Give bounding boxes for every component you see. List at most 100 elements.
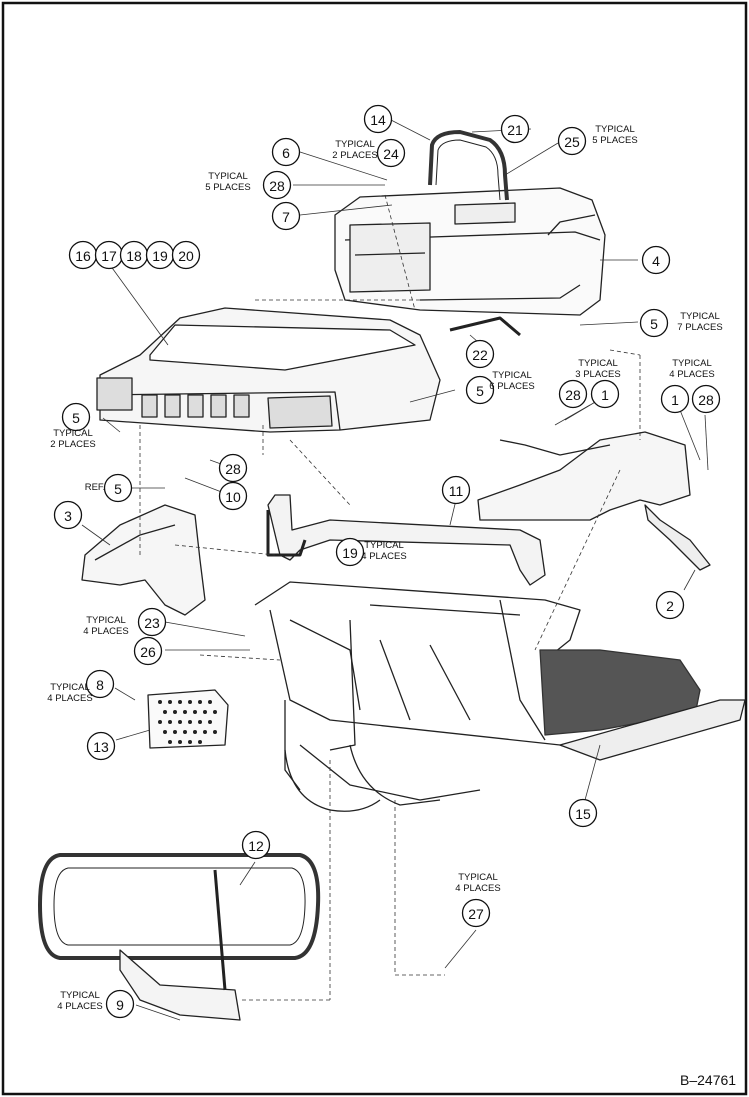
callout-7: 7 xyxy=(271,201,301,231)
note-line: 5 PLACES xyxy=(592,135,637,146)
callout-6: 6 xyxy=(271,137,301,167)
callout-number: 10 xyxy=(225,489,241,505)
callout-number: 28 xyxy=(698,392,714,408)
callout-number: 7 xyxy=(282,209,290,225)
callout-number: 6 xyxy=(282,145,290,161)
callout-20: 20 xyxy=(171,240,201,270)
callout-circle xyxy=(335,537,365,567)
leader-lines xyxy=(81,119,709,1021)
typical-note: REF. xyxy=(85,482,106,493)
callout-circle xyxy=(171,240,201,270)
callout-8: 8 xyxy=(85,669,115,699)
hood-part-16 xyxy=(96,307,441,433)
callout-3: 3 xyxy=(53,500,83,530)
note-line: TYPICAL xyxy=(458,872,498,883)
note-line: 4 PLACES xyxy=(669,369,714,380)
callout-27: 27 xyxy=(461,898,491,928)
callout-18: 18 xyxy=(119,240,149,270)
note-line: 4 PLACES xyxy=(83,626,128,637)
figure-id: B–24761 xyxy=(680,1072,736,1088)
callout-number: 15 xyxy=(575,806,591,822)
callout-28: 28 xyxy=(691,384,721,414)
callout-number: 28 xyxy=(565,387,581,403)
grille-holes xyxy=(158,700,217,744)
callout-circle xyxy=(105,989,135,1019)
callout-number: 27 xyxy=(468,906,484,922)
callout-circle xyxy=(461,898,491,928)
callout-number: 5 xyxy=(476,383,484,399)
note-line: TYPICAL xyxy=(364,540,404,551)
note-line: 4 PLACES xyxy=(57,1001,102,1012)
callout-12: 12 xyxy=(241,830,271,860)
callout-circle xyxy=(137,607,167,637)
callout-number: 1 xyxy=(671,392,679,408)
callout-28: 28 xyxy=(218,453,248,483)
callout-circle xyxy=(85,669,115,699)
fender-part-3 xyxy=(81,504,206,616)
callout-28: 28 xyxy=(558,379,588,409)
note-line: REF. xyxy=(85,482,106,493)
callout-number: 12 xyxy=(248,838,264,854)
callout-circle xyxy=(660,384,690,414)
callout-circle xyxy=(103,473,133,503)
callout-4: 4 xyxy=(641,245,671,275)
callout-circle xyxy=(241,830,271,860)
callout-1: 1 xyxy=(590,379,620,409)
callout-9: 9 xyxy=(105,989,135,1019)
note-line: TYPICAL xyxy=(335,139,375,150)
callout-number: 5 xyxy=(650,316,658,332)
callout-5: 5 xyxy=(103,473,133,503)
callout-circle xyxy=(557,126,587,156)
callout-2: 2 xyxy=(655,590,685,620)
note-line: TYPICAL xyxy=(492,370,532,381)
callout-number: 14 xyxy=(370,112,386,128)
callout-number: 24 xyxy=(383,146,399,162)
callout-22: 22 xyxy=(465,339,495,369)
callout-21: 21 xyxy=(500,114,530,144)
callout-28: 28 xyxy=(262,170,292,200)
note-line: 5 PLACES xyxy=(205,182,250,193)
note-line: TYPICAL xyxy=(60,990,100,1001)
callout-number: 13 xyxy=(93,739,109,755)
callout-number: 23 xyxy=(144,615,160,631)
callout-number: 19 xyxy=(152,248,168,264)
callout-number: 18 xyxy=(126,248,142,264)
callout-circle xyxy=(218,481,248,511)
frame-assembly xyxy=(254,581,591,812)
note-line: 2 PLACES xyxy=(50,439,95,450)
callout-circle xyxy=(86,731,116,761)
callout-circle xyxy=(465,339,495,369)
cowl-part-4 xyxy=(334,187,606,316)
callout-number: 1 xyxy=(601,387,609,403)
note-line: 6 PLACES xyxy=(489,381,534,392)
note-line: TYPICAL xyxy=(50,682,90,693)
callout-number: 19 xyxy=(342,545,358,561)
callout-circle xyxy=(61,402,91,432)
callout-circle xyxy=(53,500,83,530)
callout-23: 23 xyxy=(137,607,167,637)
callout-number: 5 xyxy=(114,481,122,497)
callout-circle xyxy=(363,104,393,134)
note-line: TYPICAL xyxy=(208,171,248,182)
note-line: 4 PLACES xyxy=(455,883,500,894)
callout-5: 5 xyxy=(61,402,91,432)
callout-circle xyxy=(500,114,530,144)
handle-part-14 xyxy=(428,130,509,201)
callout-15: 15 xyxy=(568,798,598,828)
callout-number: 28 xyxy=(269,178,285,194)
note-line: 7 PLACES xyxy=(677,322,722,333)
note-line: 3 PLACES xyxy=(575,369,620,380)
